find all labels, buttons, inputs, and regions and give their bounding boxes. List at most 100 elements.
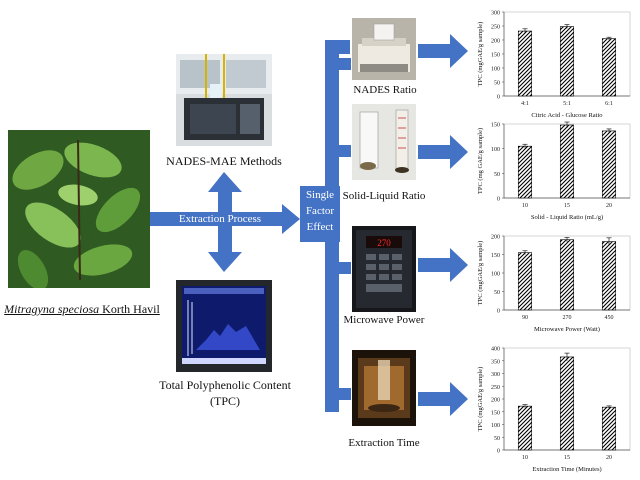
bar — [559, 239, 575, 311]
x-axis-title: Extraction Time (Minutes) — [532, 466, 601, 473]
branch-solid — [339, 145, 351, 157]
plant-name-rest: Korth Havil — [99, 302, 160, 316]
y-tick-label: 350 — [491, 359, 500, 365]
arrow-to-chart-2 — [418, 135, 468, 169]
plant-name: Mitragyna speciosa Korth Havil — [2, 303, 162, 316]
x-tick-label: 20 — [606, 455, 612, 461]
trunk-top-branch — [325, 40, 350, 54]
plant-name-italic: Mitragyna speciosa — [4, 302, 100, 316]
arrow-to-chart-1 — [418, 34, 468, 68]
y-tick-label: 150 — [491, 253, 500, 259]
x-tick-label: 450 — [605, 315, 614, 321]
y-tick-label: 150 — [491, 53, 500, 59]
y-tick-label: 150 — [491, 410, 500, 416]
spectrophotometer-screen-image — [176, 280, 272, 372]
x-tick-label: 5:1 — [563, 101, 571, 107]
microwave-power-label: Microwave Power — [343, 314, 425, 326]
y-tick-label: 0 — [497, 309, 500, 315]
y-tick-label: 50 — [494, 81, 500, 87]
svg-text:270: 270 — [377, 238, 391, 248]
y-axis-title: TPC (mgGAE/g sample) — [477, 241, 484, 306]
leaf-image — [8, 130, 150, 288]
bar — [601, 406, 617, 451]
arrow-plant-to-process — [148, 212, 218, 226]
x-tick-label: 10 — [522, 203, 528, 209]
x-axis-title: Solid - Liquid Ratio (mL/g) — [531, 214, 603, 221]
y-tick-label: 100 — [491, 67, 500, 73]
beakers-image — [352, 104, 416, 180]
solid-liquid-label: Solid-Liquid Ratio — [342, 190, 426, 202]
y-tick-label: 0 — [497, 197, 500, 203]
y-axis-title: TPC (mgGAE/g sample) — [477, 367, 484, 432]
microwave-apparatus-image — [176, 54, 272, 146]
nades-ratio-photo — [352, 18, 416, 80]
y-tick-label: 50 — [494, 436, 500, 442]
single-factor-line3: Effect — [306, 221, 334, 233]
y-tick-label: 50 — [494, 172, 500, 178]
x-tick-label: 15 — [564, 455, 570, 461]
y-axis-title: TPC (mgGAE/g sample) — [477, 22, 484, 87]
microwave-power-photo: 270 — [352, 226, 416, 312]
x-tick-label: 15 — [564, 203, 570, 209]
bar — [601, 241, 617, 311]
arrow-to-chart-3 — [418, 248, 468, 282]
microwave-panel-image: 270 — [352, 226, 416, 312]
bar — [517, 145, 533, 199]
bar — [601, 38, 617, 97]
y-tick-label: 300 — [491, 372, 500, 378]
y-tick-label: 100 — [491, 423, 500, 429]
x-tick-label: 270 — [563, 315, 572, 321]
bar — [601, 130, 617, 199]
bar — [517, 30, 533, 97]
y-tick-label: 250 — [491, 385, 500, 391]
tpc-label-line1: Total Polyphenolic Content — [159, 378, 291, 392]
y-tick-label: 100 — [491, 147, 500, 153]
branch-power — [339, 262, 351, 274]
nades-mae-photo — [176, 54, 272, 146]
extraction-time-photo — [352, 350, 416, 426]
tpc-label-line2: (TPC) — [210, 394, 240, 408]
arrow-to-chart-4 — [418, 382, 468, 416]
methods-label: NADES-MAE Methods — [166, 154, 282, 168]
branch-nades — [339, 58, 351, 70]
plant-photo — [8, 130, 150, 288]
bar — [559, 26, 575, 97]
solid-liquid-photo — [352, 104, 416, 180]
y-tick-label: 0 — [497, 449, 500, 455]
single-factor-box — [300, 186, 340, 242]
bar — [559, 356, 575, 451]
y-tick-label: 200 — [491, 235, 500, 241]
x-axis-title: Citric Acid - Glucose Ratio — [531, 112, 602, 119]
x-tick-label: 10 — [522, 455, 528, 461]
x-axis-title: Microwave Power (Watt) — [534, 326, 600, 333]
arrow-down-tpc — [208, 226, 242, 272]
x-tick-label: 90 — [522, 315, 528, 321]
y-axis-title: TPC (mg GAE/g sample) — [477, 128, 484, 194]
nades-ratio-label: NADES Ratio — [353, 84, 417, 96]
tpc-photo — [176, 280, 272, 372]
extraction-time-label: Extraction Time — [348, 437, 420, 449]
extraction-process-label: Extraction Process — [178, 213, 262, 225]
bar — [517, 405, 533, 451]
y-tick-label: 100 — [491, 272, 500, 278]
y-tick-label: 50 — [494, 290, 500, 296]
arrow-up-methods — [208, 172, 242, 212]
branch-time — [339, 388, 351, 400]
x-tick-label: 6:1 — [605, 101, 613, 107]
x-tick-label: 20 — [606, 203, 612, 209]
arrow-process-to-factor — [218, 204, 300, 234]
microwave-cavity-image — [352, 350, 416, 426]
y-tick-label: 200 — [491, 398, 500, 404]
y-tick-label: 200 — [491, 39, 500, 45]
y-tick-label: 0 — [497, 95, 500, 101]
y-tick-label: 300 — [491, 11, 500, 17]
bar — [559, 124, 575, 199]
y-tick-label: 150 — [491, 123, 500, 129]
chart-extraction-time: 0 50 100 150 200 250 300 350 400 10 15 20Extraction… — [477, 347, 631, 473]
y-tick-label: 400 — [491, 347, 500, 353]
